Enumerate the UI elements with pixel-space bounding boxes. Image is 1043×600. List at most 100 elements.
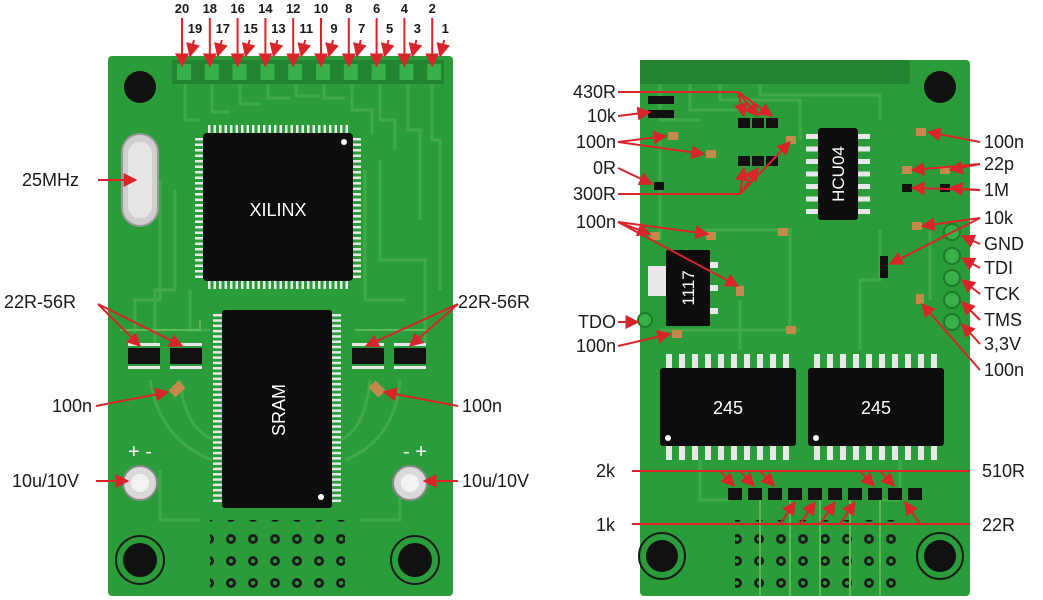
resistor-array-left	[128, 343, 202, 369]
pin-number-top: 20	[175, 1, 189, 16]
pin-number-top: 12	[286, 1, 300, 16]
smd-components	[648, 96, 950, 500]
c245-pins	[666, 354, 937, 460]
right-label-left: 100n	[576, 132, 616, 152]
pin-number-bottom: 3	[414, 21, 421, 36]
pin-number-top: 18	[203, 1, 217, 16]
pin-arrow	[214, 39, 228, 58]
label-crystal: 25MHz	[22, 170, 79, 190]
mount-hole	[646, 540, 678, 572]
label-elcap-left: 10u/10V	[12, 471, 79, 491]
chip-1117	[666, 250, 710, 326]
pin-arrow	[408, 39, 423, 58]
sram-pins	[213, 314, 341, 502]
polarity-right: - +	[403, 441, 427, 463]
label-chip-1117: 1117	[679, 270, 698, 305]
pin-number-bottom: 17	[216, 21, 230, 36]
pin-number-top: 14	[258, 1, 273, 16]
pin-arrows	[175, 18, 451, 68]
pin-arrow	[269, 39, 284, 58]
pin-arrow	[297, 39, 312, 58]
right-label-left: TDO	[578, 312, 616, 332]
pin-arrow	[353, 39, 367, 58]
label-cap-right: 100n	[462, 396, 502, 416]
pin-arrow	[436, 39, 451, 58]
label-res-left: 22R-56R	[4, 292, 76, 312]
header-pad	[288, 64, 303, 80]
header-pad	[371, 64, 386, 80]
label-elcap-right: 10u/10V	[462, 471, 529, 491]
pin-number-bottom: 9	[330, 21, 337, 36]
pin-number-top: 2	[429, 1, 436, 16]
right-label-right: TDI	[984, 258, 1013, 278]
pin-arrow	[241, 39, 256, 58]
right-label-right: TMS	[984, 310, 1022, 330]
mount-hole	[924, 540, 956, 572]
electrolytic-cap-right	[392, 465, 428, 501]
header-pad	[316, 64, 330, 80]
label-chip-hcu04: HCU04	[829, 146, 848, 202]
pin-arrow	[186, 39, 200, 58]
right-board: HCU04 1117 245 245	[637, 60, 970, 596]
right-label-left: 0R	[593, 158, 616, 178]
right-label-right: 10k	[984, 208, 1014, 228]
right-label-left: 300R	[573, 184, 616, 204]
pin-numbers-top: 20 18 16 14 12 10 8 6 4 2	[175, 1, 436, 16]
capacitor-left	[168, 380, 186, 398]
pin-number-bottom: 7	[358, 21, 365, 36]
mount-hole	[398, 543, 432, 577]
header-pad	[260, 64, 275, 80]
pin-arrow	[380, 39, 395, 58]
pin-arrow	[325, 39, 339, 58]
right-arrows	[617, 91, 981, 525]
header-pad	[177, 64, 191, 80]
label-cap-left: 100n	[52, 396, 92, 416]
pin-number-top: 8	[345, 1, 352, 16]
mount-hole	[924, 71, 956, 103]
chip-hcu04	[818, 128, 858, 220]
right-label-left: 430R	[573, 82, 616, 102]
chip-245-a	[660, 368, 796, 446]
right-label-left: 100n	[576, 336, 616, 356]
pin-number-top: 16	[230, 1, 244, 16]
sram-chip	[222, 310, 332, 508]
right-label-right: 100n	[984, 360, 1024, 380]
header-pad	[399, 64, 414, 80]
chip-245-b	[808, 368, 944, 446]
capacitor-right	[368, 380, 386, 398]
hcu-pins	[806, 134, 870, 214]
fpga-chip	[203, 133, 353, 281]
label-1k: 1k	[596, 515, 616, 535]
label-510r: 510R	[982, 461, 1025, 481]
mount-hole	[124, 71, 156, 103]
header-pad	[427, 64, 442, 80]
right-label-left: 10k	[587, 106, 617, 126]
pcb-traces-right	[658, 84, 932, 596]
pin-number-bottom: 5	[386, 21, 393, 36]
pin-number-top: 4	[401, 1, 409, 16]
header-pad	[204, 64, 219, 80]
bottom-pad-grid	[210, 520, 345, 596]
pin-number-bottom: 1	[442, 21, 449, 36]
right-label-right: GND	[984, 234, 1024, 254]
right-label-right: 1M	[984, 180, 1009, 200]
pcb-traces	[120, 84, 442, 522]
label-22r: 22R	[982, 515, 1015, 535]
header-pad	[343, 64, 358, 80]
right-label-left: 100n	[576, 212, 616, 232]
pin-number-top: 10	[314, 1, 328, 16]
left-board: XILINX SRAM	[108, 56, 453, 596]
pin-number-top: 6	[373, 1, 380, 16]
pin-number-bottom: 13	[271, 21, 285, 36]
right-label-right: 22p	[984, 154, 1014, 174]
label-res-right: 22R-56R	[458, 292, 530, 312]
pin-number-bottom: 15	[243, 21, 257, 36]
label-chip-245b: 245	[861, 398, 891, 418]
right-label-right: 3,3V	[984, 334, 1021, 354]
mount-hole	[123, 543, 157, 577]
sram-label: SRAM	[269, 384, 289, 436]
